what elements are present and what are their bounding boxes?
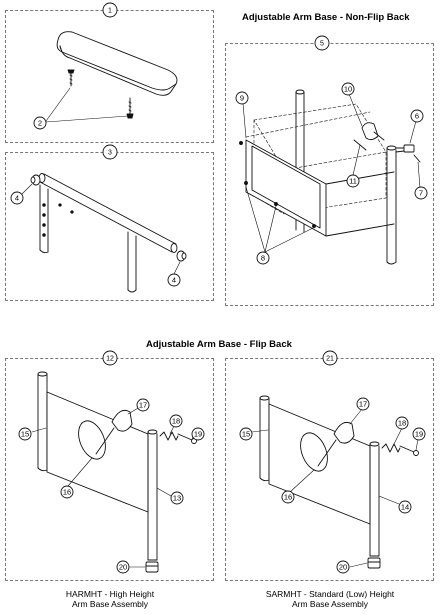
svg-text:13: 13 xyxy=(173,494,181,503)
panel-1-badge: 1 xyxy=(102,2,118,18)
callout-6: 6 xyxy=(410,109,424,123)
callout-4b: 4 xyxy=(167,273,181,287)
panel-5: 5 xyxy=(235,35,428,265)
rear-post-part xyxy=(259,395,270,482)
rear-post-part xyxy=(37,371,48,472)
knob-bolt-part xyxy=(395,144,421,163)
clamp-bracket-part xyxy=(317,421,355,467)
clamp-bracket-part xyxy=(95,409,133,455)
screws-set xyxy=(239,141,316,228)
svg-text:20: 20 xyxy=(119,563,127,572)
svg-text:18: 18 xyxy=(172,417,180,426)
panel-1-number: 1 xyxy=(108,8,112,15)
callout-14: 14 xyxy=(398,500,412,514)
harmht-caption: HARMHT - High Height Arm Base Assembly xyxy=(50,589,170,609)
callout-16: 16 xyxy=(281,490,295,504)
svg-text:2: 2 xyxy=(38,119,42,128)
callout-10: 10 xyxy=(341,82,355,96)
svg-text:19: 19 xyxy=(194,430,202,439)
svg-text:14: 14 xyxy=(401,503,409,512)
callout-20: 20 xyxy=(336,560,350,574)
callout-8: 8 xyxy=(256,251,270,265)
svg-text:6: 6 xyxy=(415,112,419,121)
spring-part xyxy=(159,431,179,441)
svg-text:9: 9 xyxy=(240,94,244,103)
svg-text:11: 11 xyxy=(349,177,357,186)
harmht-caption-line1: HARMHT - High Height xyxy=(65,589,155,599)
non-flip-back-heading: Adjustable Arm Base - Non-Flip Back xyxy=(242,12,410,23)
callout-9: 9 xyxy=(235,91,249,105)
panel-3-number: 3 xyxy=(108,150,112,157)
adjust-pin-part xyxy=(399,445,419,456)
panel-21-badge: 21 xyxy=(322,350,338,366)
t-tube-part xyxy=(38,173,178,293)
glide-foot-part xyxy=(145,561,159,573)
clamp-bracket-part xyxy=(353,122,385,151)
callout-2: 2 xyxy=(33,116,47,130)
svg-text:4: 4 xyxy=(172,276,176,285)
panel-12-number: 12 xyxy=(106,356,114,363)
svg-text:7: 7 xyxy=(419,189,423,198)
svg-text:16: 16 xyxy=(284,493,292,502)
sarmht-caption: SARMHT - Standard (Low) Height Arm Base … xyxy=(250,589,410,609)
callout-17: 17 xyxy=(356,397,370,411)
sarmht-caption-line1: SARMHT - Standard (Low) Height xyxy=(265,589,395,599)
callout-18: 18 xyxy=(169,414,183,428)
screw-right xyxy=(126,97,134,119)
callout-13: 13 xyxy=(170,491,184,505)
panel-12-badge: 12 xyxy=(102,350,118,366)
front-post-part xyxy=(147,429,158,561)
end-cap-right xyxy=(176,250,187,262)
panel-12: 12 xyxy=(18,350,205,574)
panel-1: 1 2 xyxy=(33,2,178,130)
screw-left xyxy=(67,69,75,87)
callout-18: 18 xyxy=(395,416,409,430)
svg-text:8: 8 xyxy=(261,254,265,263)
flip-back-heading: Adjustable Arm Base - Flip Back xyxy=(146,339,292,350)
glide-foot-part xyxy=(367,557,381,569)
panel-21: 21 xyxy=(239,350,426,574)
panel-5-frame xyxy=(225,43,434,306)
callout-7: 7 xyxy=(414,186,428,200)
svg-text:4: 4 xyxy=(15,194,19,203)
svg-text:16: 16 xyxy=(63,488,71,497)
svg-text:18: 18 xyxy=(398,419,406,428)
callout-20: 20 xyxy=(116,560,130,574)
panel-5-number: 5 xyxy=(320,41,324,48)
end-cap-left xyxy=(30,174,41,186)
callout-19: 19 xyxy=(191,427,205,441)
svg-text:15: 15 xyxy=(21,430,29,439)
armrest-pad-part xyxy=(56,31,178,96)
panel-3: 3 4 xyxy=(10,144,187,293)
svg-text:10: 10 xyxy=(344,85,352,94)
spring-part xyxy=(381,443,401,453)
svg-text:15: 15 xyxy=(242,430,250,439)
callout-15: 15 xyxy=(18,427,32,441)
svg-text:19: 19 xyxy=(415,430,423,439)
callout-16: 16 xyxy=(60,485,74,499)
callout-19: 19 xyxy=(412,427,426,441)
callout-17: 17 xyxy=(136,398,150,412)
panel-3-badge: 3 xyxy=(102,144,118,160)
svg-text:17: 17 xyxy=(359,400,367,409)
panel-21-number: 21 xyxy=(326,356,334,363)
harmht-caption-line2: Arm Base Assembly xyxy=(71,599,149,609)
side-panel-part xyxy=(245,139,395,237)
svg-text:20: 20 xyxy=(339,563,347,572)
front-post-part xyxy=(386,145,397,265)
svg-text:17: 17 xyxy=(139,401,147,410)
callout-11: 11 xyxy=(346,174,360,188)
callout-4a: 4 xyxy=(10,191,24,205)
panel-5-badge: 5 xyxy=(314,35,330,51)
front-post-part xyxy=(369,441,380,557)
sarmht-caption-line2: Arm Base Assembly xyxy=(291,599,369,609)
callout-15: 15 xyxy=(239,427,253,441)
